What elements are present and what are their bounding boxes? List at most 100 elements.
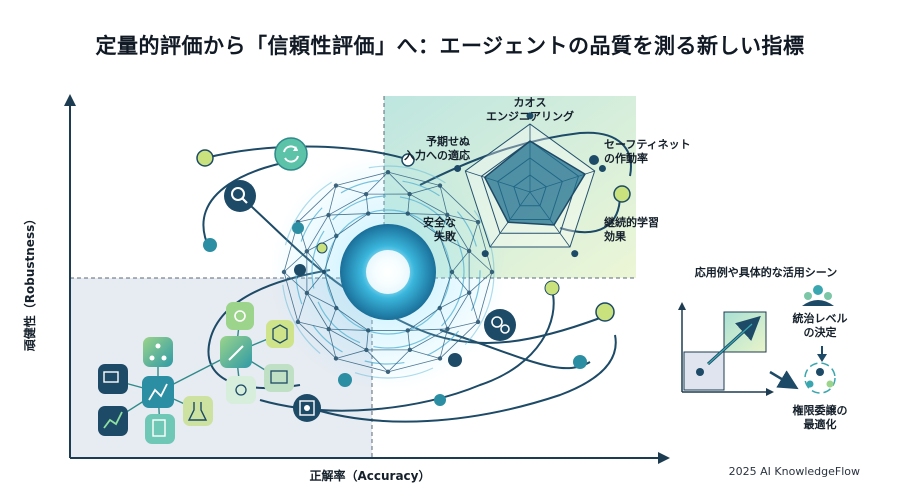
mesh-node — [437, 356, 443, 361]
mesh-edge — [468, 292, 479, 323]
mesh-edge — [283, 250, 308, 273]
radar-label-1-line2: の作動率 — [604, 151, 648, 165]
radar-vertex-dot — [526, 112, 534, 120]
footer-credit: 2025 AI KnowledgeFlow — [728, 465, 860, 478]
page-title: 定量的評価から「信頼性評価」へ：エージェントの品質を測る新しい指標 — [95, 34, 805, 58]
radar-vertex-dot — [571, 250, 579, 258]
use-case-heading: 応用例や具体的な活用シーン — [695, 265, 837, 279]
mesh-node — [445, 212, 450, 218]
image-icon — [264, 364, 294, 392]
mesh-edge — [439, 185, 448, 215]
target-icon — [293, 394, 321, 422]
mesh-node — [304, 290, 310, 296]
use-case-step1-line1: 統治レベル — [793, 311, 848, 325]
y-axis-label: 頑健性（Robustness） — [22, 213, 37, 352]
mesh-edge — [306, 271, 325, 294]
mesh-node — [326, 212, 331, 218]
refresh-icon — [274, 137, 308, 171]
mesh-edge — [477, 271, 493, 323]
mesh-edge — [297, 214, 329, 223]
mesh-edge — [323, 271, 337, 309]
mesh-edge — [306, 251, 325, 273]
mesh-edge — [365, 194, 369, 214]
mesh-edge — [328, 214, 337, 237]
mesh-edge — [468, 221, 479, 252]
mesh-edge — [328, 329, 337, 359]
mesh-edge — [407, 213, 441, 237]
mesh-edge — [439, 214, 448, 237]
mesh-edge — [366, 330, 369, 350]
mesh-edge — [439, 328, 448, 359]
gear-tile-icon — [226, 302, 254, 330]
mesh-edge — [335, 349, 367, 359]
mesh-node — [385, 369, 391, 375]
mesh-edge — [439, 321, 479, 359]
mesh-edge — [446, 214, 470, 252]
down-arrow-head — [817, 354, 827, 362]
mesh-edge — [365, 171, 389, 195]
mesh-node — [437, 233, 442, 239]
mesh-edge — [306, 292, 330, 330]
mesh-edge — [447, 214, 479, 223]
mesh-edge — [335, 171, 389, 186]
mesh-edge — [366, 349, 389, 373]
mesh-edge — [451, 250, 470, 273]
mesh-node — [364, 347, 369, 353]
mesh-edge — [387, 171, 410, 195]
network-mesh — [281, 169, 495, 375]
radar-vertex-dot — [598, 164, 606, 172]
mesh-edge — [407, 328, 448, 331]
radar-label-3-line1: 安全な — [423, 215, 456, 229]
mesh-edge — [407, 194, 410, 214]
mesh-edge — [447, 292, 470, 330]
use-case-step2-line1: 権限委譲の — [793, 403, 848, 417]
mesh-edge — [439, 235, 453, 273]
mesh-node — [489, 269, 495, 275]
mesh-edge — [439, 307, 448, 330]
mesh-edge — [328, 307, 337, 330]
mesh-edge — [407, 213, 448, 216]
mesh-edge — [297, 185, 337, 223]
mesh-edge — [283, 271, 299, 323]
mesh-node — [405, 328, 410, 333]
mesh-node — [407, 191, 412, 197]
x-axis-arrow — [658, 452, 670, 464]
cube-icon — [266, 320, 294, 348]
mesh-edge — [283, 271, 308, 294]
mesh-node — [475, 219, 481, 225]
mesh-edge — [328, 328, 369, 331]
mesh-edge — [439, 185, 479, 223]
mesh-edge — [387, 171, 441, 186]
mesh-node — [437, 305, 442, 311]
mesh-edge — [306, 292, 337, 309]
mesh-edge — [335, 307, 369, 331]
mesh-edge — [387, 349, 411, 373]
mesh-edge — [323, 235, 337, 273]
magnifier-icon — [224, 180, 256, 212]
mesh-node — [366, 328, 371, 333]
mini-quadrant — [678, 302, 774, 396]
mesh-edge — [328, 185, 337, 216]
mesh-edge — [407, 307, 441, 331]
x-axis-label: 正解率（Accuracy） — [309, 468, 430, 483]
mesh-node — [281, 269, 287, 275]
radar-vertex-dot — [481, 250, 489, 258]
mesh-node — [385, 169, 391, 175]
delegation-icon — [804, 362, 836, 394]
mesh-node — [366, 211, 371, 216]
camera-icon — [226, 376, 256, 404]
mesh-node — [334, 305, 339, 311]
mesh-node — [475, 319, 481, 325]
share-icon — [143, 337, 173, 367]
mesh-edge — [468, 271, 493, 294]
mesh-node — [407, 347, 413, 353]
mesh-edge — [387, 358, 441, 373]
governance-icon — [802, 285, 834, 306]
mesh-edge — [328, 193, 367, 216]
radar-label-0-line1: カオス — [514, 96, 547, 109]
mesh-node — [304, 249, 310, 254]
use-case-step1-line2: の決定 — [804, 325, 837, 339]
mesh-node — [405, 211, 410, 216]
brain-gear-icon — [484, 309, 516, 341]
radar-label-3-line2: 失敗 — [434, 229, 457, 243]
